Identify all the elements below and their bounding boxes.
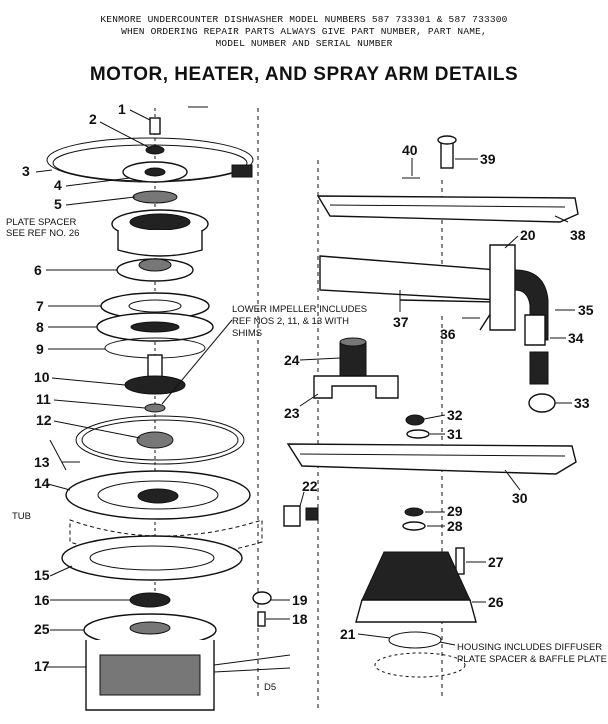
label-part-4: 4: [54, 177, 62, 193]
label-part-1: 1: [118, 101, 126, 117]
note-plate-spacer-line1: PLATE SPACER: [6, 217, 77, 228]
part-38-upper-spray-arm: [316, 195, 579, 223]
note-housing-line1: HOUSING INCLUDES DIFFUSER: [457, 642, 602, 653]
footer-code: D5: [264, 682, 276, 693]
part-21-baffle-plate: [388, 631, 442, 649]
housing-base: [374, 652, 466, 678]
tub-flange: [69, 519, 263, 558]
label-part-30: 30: [512, 490, 528, 506]
label-part-32: 32: [447, 407, 463, 423]
part-10-lower-impeller: [124, 354, 186, 395]
note-impeller-line1: LOWER IMPELLER INCLUDES: [232, 304, 367, 315]
part-24-cap: [339, 337, 367, 377]
part-12-pump-gasket: [75, 415, 245, 465]
note-impeller-line2: REF NOS 2, 11, & 13 WITH: [232, 316, 349, 327]
part-34-hose: [524, 314, 549, 385]
label-part-31: 31: [447, 426, 463, 442]
part-31-washer: [406, 429, 430, 439]
part-37-spray-arm-tube: [319, 255, 500, 331]
label-part-35: 35: [578, 302, 594, 318]
plate-spacer: [111, 209, 209, 257]
label-part-15: 15: [34, 567, 50, 583]
part-8-gasket-plate: [96, 312, 214, 342]
part-33-clamp: [528, 393, 556, 413]
label-part-6: 6: [34, 262, 42, 278]
label-part-28: 28: [447, 518, 463, 534]
label-part-16: 16: [34, 592, 50, 608]
label-part-23: 23: [284, 405, 300, 421]
label-part-7: 7: [36, 298, 44, 314]
part-1-screw: [149, 117, 161, 135]
part-19-cap: [252, 591, 272, 605]
label-part-3: 3: [22, 163, 30, 179]
label-part-22: 22: [302, 478, 318, 494]
label-part-8: 8: [36, 319, 44, 335]
leader-lines: [35, 109, 572, 668]
page-title: MOTOR, HEATER, AND SPRAY ARM DETAILS: [89, 64, 519, 85]
label-part-12: 12: [36, 412, 52, 428]
label-part-37: 37: [393, 314, 409, 330]
label-part-14: 14: [34, 475, 50, 491]
part-17-motor: [85, 640, 291, 711]
label-part-38: 38: [570, 227, 586, 243]
label-part-26: 26: [488, 594, 504, 610]
part-18-screw: [257, 611, 266, 627]
note-tub: TUB: [12, 511, 31, 522]
label-part-11: 11: [36, 391, 51, 407]
part-39-spray-nozzle: [437, 135, 457, 169]
part-6-collar: [116, 258, 194, 282]
label-part-13: 13: [34, 454, 50, 470]
part-32-nut: [405, 414, 425, 426]
label-part-10: 10: [34, 369, 50, 385]
label-part-17: 17: [34, 658, 50, 674]
label-part-39: 39: [480, 151, 496, 167]
label-part-20: 20: [520, 227, 536, 243]
part-2-washer: [145, 145, 165, 155]
part-22-nozzle: [283, 505, 319, 527]
part-15-base-ring: [61, 535, 243, 581]
label-part-36: 36: [440, 326, 456, 342]
part-28-washer: [402, 521, 426, 531]
part-16-seal: [129, 592, 171, 608]
label-part-40: 40: [402, 142, 418, 158]
label-part-19: 19: [292, 592, 308, 608]
part-25-motor-bracket: [83, 613, 217, 647]
part-27-screw: [455, 547, 465, 575]
label-part-9: 9: [36, 341, 44, 357]
part-5-hub: [132, 190, 178, 204]
part-11-shims: [144, 403, 166, 413]
label-part-29: 29: [447, 503, 463, 519]
label-part-24: 24: [284, 352, 300, 368]
label-part-2: 2: [89, 111, 97, 127]
label-part-27: 27: [488, 554, 504, 570]
note-impeller-line3: SHIMS: [232, 328, 262, 339]
note-plate-spacer-line2: SEE REF NO. 26: [6, 228, 79, 239]
header-model-line: KENMORE UNDERCOUNTER DISHWASHER MODEL NU…: [100, 14, 508, 25]
part-14-pump-base: [65, 470, 251, 520]
label-part-18: 18: [292, 611, 308, 627]
header-serial-line: MODEL NUMBER AND SERIAL NUMBER: [215, 38, 393, 49]
label-part-33: 33: [574, 395, 590, 411]
part-13-clip: [49, 439, 67, 471]
label-part-25: 25: [34, 621, 50, 637]
part-26-housing: [355, 551, 477, 623]
label-part-34: 34: [568, 330, 584, 346]
part-30-lower-spray-arm: [286, 443, 577, 475]
part-4-impeller: [122, 161, 188, 183]
label-part-21: 21: [340, 626, 356, 642]
part-29-seal: [404, 507, 424, 517]
part-23-bracket: [313, 375, 399, 399]
header-ordering-line: WHEN ORDERING REPAIR PARTS ALWAYS GIVE P…: [121, 26, 487, 37]
note-housing-line2: PLATE SPACER & BAFFLE PLATE: [457, 654, 607, 665]
label-part-5: 5: [54, 196, 62, 212]
